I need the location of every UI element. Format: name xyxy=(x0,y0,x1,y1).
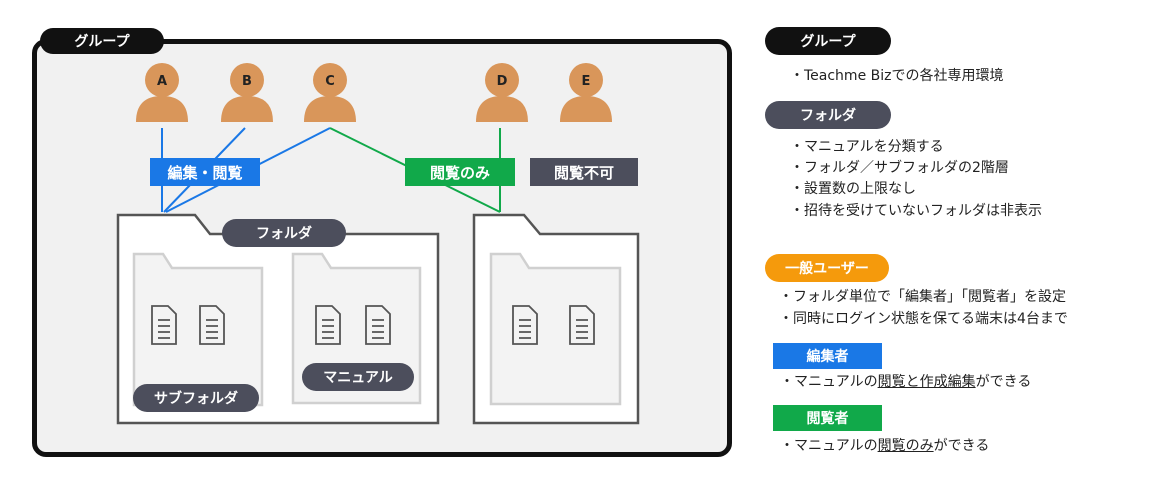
user-a-label: A xyxy=(157,74,167,89)
legend-editor-emph: 閲覧と作成編集 xyxy=(877,374,976,390)
legend-viewer-title: 閲覧者 xyxy=(773,405,882,431)
legend-viewer-suffix: ができる xyxy=(933,438,990,454)
legend-user-title: 一般ユーザー xyxy=(765,254,889,282)
legend-editor-desc: ・マニュアルの閲覧と作成編集ができる xyxy=(780,372,1031,392)
legend-viewer-emph: 閲覧のみ xyxy=(877,438,934,454)
user-d-label: D xyxy=(497,74,508,89)
document-icon xyxy=(365,305,391,345)
user-c-icon xyxy=(304,63,356,122)
legend-folder-item: ・マニュアルを分類する xyxy=(790,139,944,155)
manual-label: マニュアル xyxy=(302,363,414,391)
document-icon xyxy=(199,305,225,345)
subfolder-label: サブフォルダ xyxy=(133,384,259,412)
document-icon xyxy=(315,305,341,345)
legend-user-item: ・フォルダ単位で「編集者」「閲覧者」を設定 xyxy=(779,289,1066,305)
legend-group-title: グループ xyxy=(765,27,891,55)
document-icon xyxy=(151,305,177,345)
legend-folder-title: フォルダ xyxy=(765,101,891,129)
legend-viewer-desc: ・マニュアルの閲覧のみができる xyxy=(780,436,989,456)
legend-viewer-prefix: ・マニュアルの xyxy=(780,438,878,454)
folder-label: フォルダ xyxy=(222,219,346,247)
permission-view-only: 閲覧のみ xyxy=(405,158,515,186)
legend-folder-item: ・フォルダ／サブフォルダの2階層 xyxy=(790,160,1009,176)
legend-editor-title: 編集者 xyxy=(773,343,882,369)
legend-editor-prefix: ・マニュアルの xyxy=(780,374,878,390)
user-a-icon xyxy=(136,63,188,122)
legend-group-item: ・Teachme Bizでの各社専用環境 xyxy=(790,68,1004,84)
user-b-label: B xyxy=(242,74,252,89)
document-icon xyxy=(512,305,538,345)
document-icon xyxy=(569,305,595,345)
user-d-icon xyxy=(476,63,528,122)
legend-folder-item: ・招待を受けていないフォルダは非表示 xyxy=(790,203,1042,219)
user-e-icon xyxy=(560,63,612,122)
permission-edit-view: 編集・閲覧 xyxy=(150,158,260,186)
user-e-label: E xyxy=(582,74,591,89)
user-b-icon xyxy=(221,63,273,122)
group-label: グループ xyxy=(40,28,164,54)
permission-no-access: 閲覧不可 xyxy=(530,158,638,186)
legend-user-item: ・同時にログイン状態を保てる端末は4台まで xyxy=(779,311,1068,327)
legend-editor-suffix: ができる xyxy=(975,374,1032,390)
subfolder-icon xyxy=(132,252,264,407)
user-c-label: C xyxy=(325,74,335,89)
view-only-subfolder-icon xyxy=(489,252,622,406)
legend-folder-item: ・設置数の上限なし xyxy=(790,181,916,197)
